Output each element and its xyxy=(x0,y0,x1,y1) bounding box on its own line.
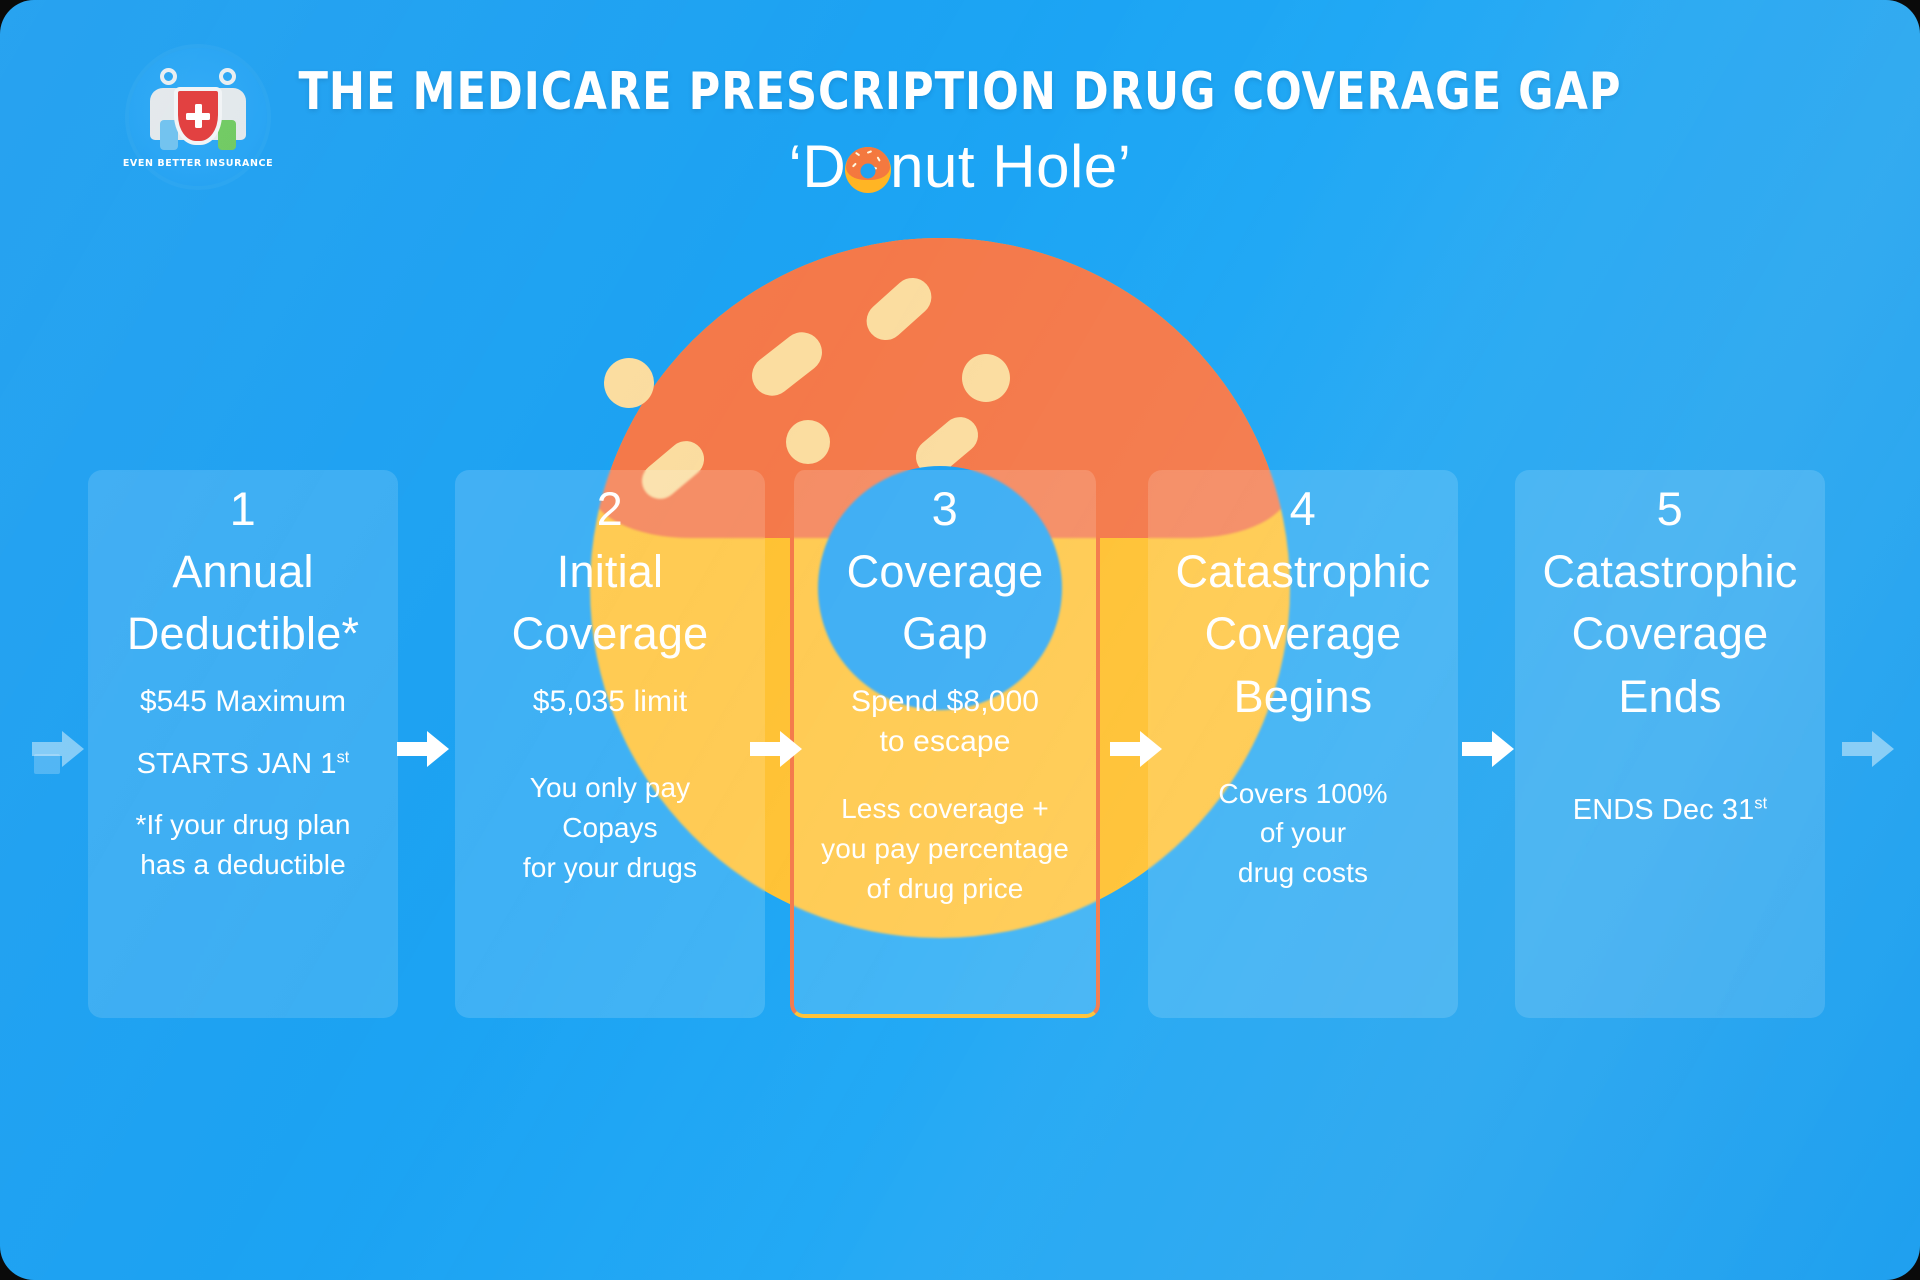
blue-vial-icon xyxy=(160,120,178,150)
arrow-step-4-to-5 xyxy=(1460,728,1516,772)
step-secondary-note: ENDS Dec 31st xyxy=(1515,790,1825,831)
step-number: 4 xyxy=(1289,482,1317,535)
page-subtitle: ‘D nut Hole’ xyxy=(0,132,1920,201)
person-head-right-icon xyxy=(219,68,236,85)
step-card-5[interactable]: 5 Catastrophic Coverage Ends ENDS Dec 31… xyxy=(1515,470,1825,1018)
step-primary-value: Spend $8,000 to escape xyxy=(850,684,1040,759)
step-primary-value: $545 Maximum xyxy=(139,684,347,718)
subtitle-text-after: nut Hole’ xyxy=(890,133,1132,200)
brand-logo-text: EVEN BETTER INSURANCE xyxy=(122,158,274,169)
subtitle-text-before: ‘D xyxy=(788,133,847,200)
step-card-4[interactable]: 4 Catastrophic Coverage Begins Covers 10… xyxy=(1148,470,1458,1018)
step-primary-value: $5,035 limit xyxy=(532,684,688,718)
step-card-2[interactable]: 2 Initial Coverage $5,035 limit You only… xyxy=(455,470,765,1018)
page-title: THE MEDICARE PRESCRIPTION DRUG COVERAGE … xyxy=(298,62,1622,122)
green-vial-icon xyxy=(218,120,236,150)
step-secondary-text: ENDS Dec 31 xyxy=(1572,793,1755,826)
sprinkle-dot xyxy=(604,358,654,408)
step-secondary-suffix: st xyxy=(336,748,350,767)
person-head-left-icon xyxy=(160,68,177,85)
arrow-into-step-1 xyxy=(30,728,86,774)
shield-icon xyxy=(174,87,222,145)
step-number: 3 xyxy=(931,482,959,535)
step-card-1[interactable]: 1 Annual Deductible* $545 Maximum STARTS… xyxy=(88,470,398,1018)
step-heading: Catastrophic Coverage Begins xyxy=(1175,546,1431,722)
donut-icon xyxy=(845,147,892,193)
arrow-step-2-to-3 xyxy=(748,728,804,772)
sprinkle-dot xyxy=(962,354,1010,402)
step-number: 1 xyxy=(229,482,257,535)
step-heading: Initial Coverage xyxy=(511,546,709,660)
step-card-3[interactable]: 3 Coverage Gap Spend $8,000 to escape Le… xyxy=(790,470,1100,1018)
step-footnote: Covers 100% of your drug costs xyxy=(1218,777,1388,889)
arrow-step-3-to-4 xyxy=(1108,728,1164,772)
step-heading: Annual Deductible* xyxy=(126,546,360,660)
brand-logo: EVEN BETTER INSURANCE xyxy=(123,48,273,186)
arrow-out-of-step-5 xyxy=(1840,728,1896,772)
step-footnote: You only pay Copays for your drugs xyxy=(522,772,698,883)
step-number: 2 xyxy=(596,482,624,535)
step-secondary-text: STARTS JAN 1 xyxy=(136,748,337,781)
step-secondary-suffix: st xyxy=(1754,793,1768,812)
step-footnote: Less coverage + you pay percentage of dr… xyxy=(821,793,1069,904)
medical-cross-icon xyxy=(186,104,210,128)
step-heading: Coverage Gap xyxy=(846,546,1044,660)
step-footnote: *If your drug plan has a deductible xyxy=(135,808,351,880)
sprinkle-dot xyxy=(786,420,830,464)
step-secondary-note: STARTS JAN 1st xyxy=(88,744,398,785)
step-heading: Catastrophic Coverage Ends xyxy=(1542,546,1798,722)
step-number: 5 xyxy=(1656,482,1684,535)
arrow-step-1-to-2 xyxy=(395,728,451,772)
insurance-people-shield-icon xyxy=(144,67,252,155)
